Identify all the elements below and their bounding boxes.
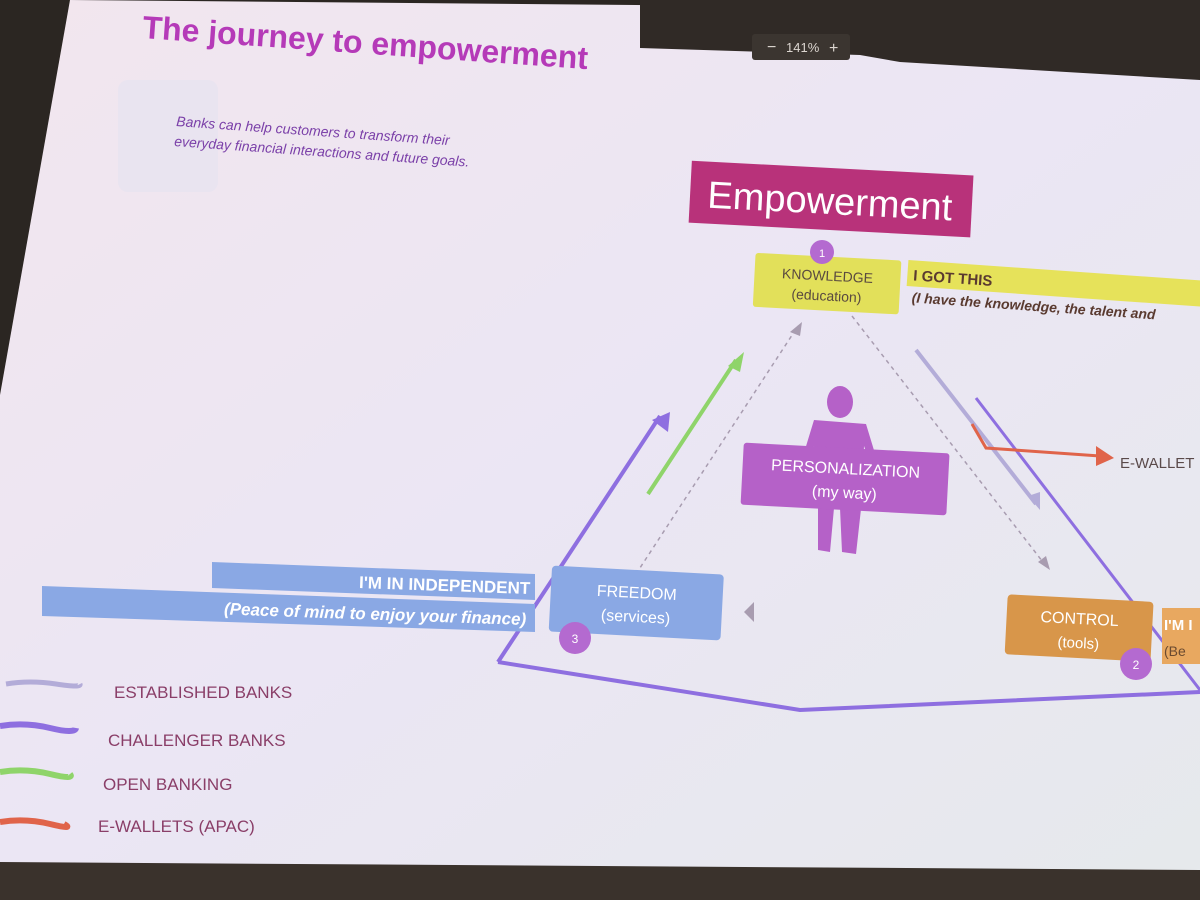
control-number-badge [1120, 648, 1152, 680]
established-banks-arrow [914, 348, 1038, 506]
legend-swatch-ewallets [0, 817, 71, 830]
knowledge-box: KNOWLEDGE (education) [752, 253, 902, 315]
empowerment-banner: Empowerment [688, 160, 974, 238]
ewallet-arrow-label: E-WALLET [1120, 455, 1194, 472]
challenger-arrowhead-left [652, 412, 670, 432]
ewallet-arrow [970, 423, 1101, 458]
control-banner-subtitle: (Be [1164, 643, 1186, 659]
zoom-level: 141% [786, 40, 820, 55]
open-banking-arrow [646, 358, 738, 496]
legend-swatch-established [5, 679, 83, 689]
control-line-1: CONTROL [1040, 609, 1119, 630]
freedom-number-badge [559, 622, 591, 654]
knowledge-number-badge [810, 240, 834, 264]
knowledge-number: 1 [819, 248, 825, 260]
zoom-in-button[interactable]: + [829, 40, 838, 57]
legend-label-established: ESTABLISHED BANKS [114, 683, 292, 702]
freedom-number: 3 [572, 632, 579, 646]
freedom-line-2: (services) [600, 607, 670, 628]
zoom-control [752, 34, 850, 60]
knowledge-line-1: KNOWLEDGE [782, 265, 874, 286]
triangle-base [497, 660, 1200, 713]
personalization-line-2: (my way) [811, 483, 877, 503]
legend-swatch-challenger [0, 721, 79, 734]
freedom-line-1: FREEDOM [596, 583, 677, 604]
control-line-2: (tools) [1057, 634, 1100, 653]
knowledge-line-2: (education) [791, 286, 862, 306]
legend-label-challenger: CHALLENGER BANKS [108, 731, 286, 750]
control-number: 2 [1133, 658, 1140, 672]
legend-swatch-open-banking [0, 767, 74, 780]
zoom-out-button[interactable]: − [767, 39, 776, 56]
legend-label-open-banking: OPEN BANKING [103, 775, 232, 794]
viewer-toolbar [640, 0, 1200, 80]
dotted-arrowhead-right [1038, 556, 1050, 570]
knowledge-banner-title: I GOT THIS [913, 267, 993, 289]
control-box: CONTROL (tools) [1004, 594, 1154, 662]
watermark-shape [118, 80, 218, 192]
legend-label-ewallets: E-WALLETS (APAC) [98, 817, 255, 836]
control-banner-title: I'M I [1164, 617, 1193, 634]
dotted-arrowhead-bottom [744, 602, 754, 622]
freedom-banner: I'M IN INDEPENDENT (Peace of mind to enj… [42, 562, 535, 632]
control-banner: I'M I (Be [1162, 608, 1200, 664]
personalization-box: PERSONALIZATION (my way) [740, 442, 950, 516]
dotted-arrowhead-top [790, 322, 802, 336]
open-banking-arrowhead [728, 352, 744, 372]
established-arrowhead [1028, 492, 1040, 510]
legend: ESTABLISHED BANKS CHALLENGER BANKS OPEN … [0, 679, 292, 836]
ewallet-arrowhead [1096, 446, 1114, 466]
freedom-box: FREEDOM (services) [548, 565, 724, 641]
dotted-left-edge [635, 325, 799, 575]
